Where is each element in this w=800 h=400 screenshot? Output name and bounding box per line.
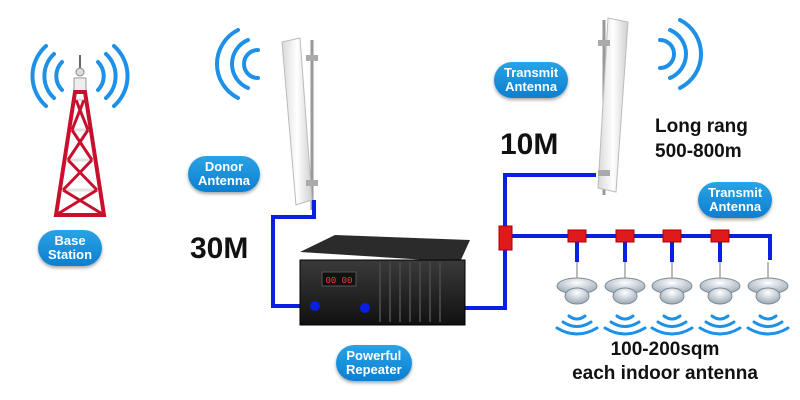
transmit-antenna-top-icon [597, 17, 703, 195]
indoor-antennas [555, 262, 790, 336]
indoor-coverage-line2: each indoor antenna [572, 363, 758, 384]
donor-antenna-label: Donor Antenna [188, 156, 260, 192]
base-station-label-line2: Station [48, 247, 93, 262]
indoor-antenna-icon [650, 262, 694, 336]
repeater-device-icon: 00 00 [299, 235, 470, 326]
transmit-antenna-top-label-line2: Antenna [505, 79, 558, 94]
powerful-repeater-label-line2: Repeater [346, 362, 402, 377]
indoor-antenna-icon [555, 262, 599, 336]
powerful-repeater-label-line1: Powerful [346, 348, 402, 363]
long-range-text: Long rang 500-800m [655, 114, 748, 164]
donor-antenna-label-line1: Donor [204, 159, 244, 174]
long-range-line2: 500-800m [655, 141, 742, 162]
base-station-label: Base Station [38, 230, 103, 266]
donor-antenna-icon [215, 28, 318, 210]
donor-antenna-label-line2: Antenna [198, 173, 250, 188]
donor-cable-distance: 30M [190, 232, 249, 265]
indoor-coverage-line1: 100-200sqm [610, 339, 720, 360]
splitter-1 [567, 229, 587, 243]
splitter-3 [662, 229, 682, 243]
transmit-antenna-right-label: Transmit Antenna [698, 182, 773, 218]
base-station-tower-icon [30, 44, 130, 217]
indoor-antenna-icon [698, 262, 742, 336]
indoor-antenna-icon [746, 262, 790, 336]
main-splitter [498, 225, 513, 251]
indoor-coverage-text: 100-200sqm each indoor antenna [545, 338, 785, 386]
base-station-label-line1: Base [54, 233, 86, 248]
splitter-2 [615, 229, 635, 243]
transmit-antenna-top-label: Transmit Antenna [494, 62, 569, 98]
transmit-antenna-right-label-line2: Antenna [709, 199, 762, 214]
transmit-cable-distance: 10M [500, 128, 559, 161]
transmit-antenna-right-label-line1: Transmit [708, 185, 763, 200]
repeater-display-text: 00 00 [325, 276, 352, 286]
long-range-line1: Long rang [655, 116, 748, 137]
powerful-repeater-label: Powerful Repeater [336, 345, 412, 381]
transmit-antenna-top-label-line1: Transmit [504, 65, 559, 80]
splitters [498, 225, 730, 251]
indoor-antenna-icon [603, 262, 647, 336]
splitter-4 [710, 229, 730, 243]
